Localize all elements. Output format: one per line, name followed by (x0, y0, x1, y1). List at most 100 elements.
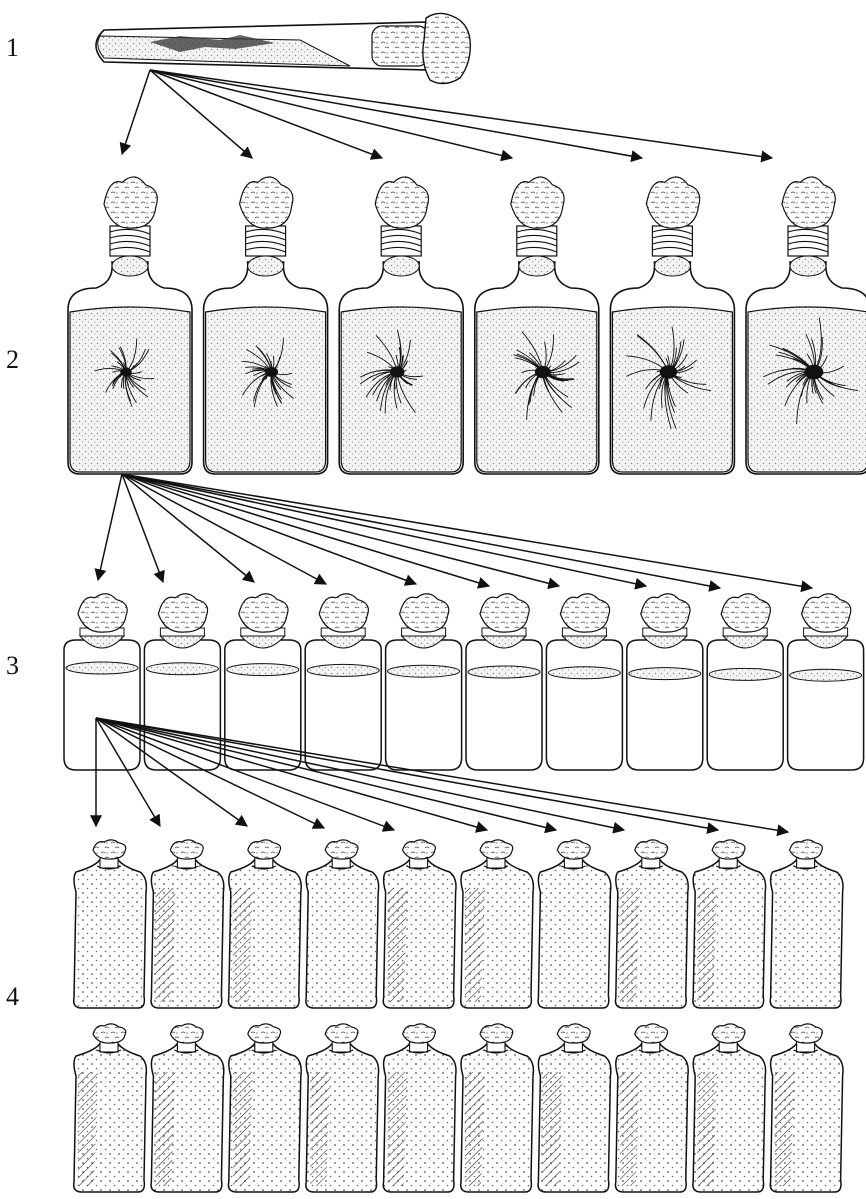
cotton-plug (104, 177, 157, 228)
cotton-plug (782, 177, 835, 228)
bag (461, 840, 534, 1008)
bottle-substrate (206, 307, 326, 472)
bag (615, 1024, 688, 1192)
bottle-plug-bottom (654, 256, 690, 276)
cotton-plug (325, 840, 358, 859)
cotton-plug (641, 594, 690, 632)
bags-grid (74, 840, 843, 1192)
cotton-plug (480, 1024, 513, 1043)
bag (306, 840, 379, 1008)
arrow (150, 70, 252, 158)
bottle-plug-bottom (248, 256, 284, 276)
bag-body (306, 858, 379, 1008)
bag (538, 840, 611, 1008)
arrow (122, 474, 559, 586)
cotton-plug (790, 840, 823, 859)
jar (64, 594, 140, 770)
cotton-plug (240, 177, 293, 228)
cotton-plug (372, 26, 428, 66)
cotton-plug (712, 840, 745, 859)
bottle-plug-bottom (383, 256, 419, 276)
bottle (610, 177, 734, 474)
jar-glass (627, 640, 703, 770)
cotton-plug (511, 177, 564, 228)
cotton-plug (403, 1024, 436, 1043)
jar-liquid-surface (629, 668, 701, 680)
bag (383, 840, 456, 1008)
jar (788, 594, 864, 770)
jar-liquid-surface (388, 665, 460, 677)
bag (770, 840, 843, 1008)
bottle (339, 177, 463, 474)
bottle-substrate (477, 307, 597, 472)
cotton-plug (480, 594, 529, 632)
bag (693, 1024, 766, 1192)
cotton-plug (400, 594, 449, 632)
arrow (122, 474, 646, 586)
bag (228, 1024, 301, 1192)
stage-label-2: 2 (6, 345, 19, 374)
cotton-plug (557, 840, 590, 859)
bottle-substrate (612, 307, 732, 472)
cotton-plug (170, 1024, 203, 1043)
cotton-plug (375, 177, 428, 228)
jar-liquid-surface (709, 668, 781, 680)
arrow (122, 70, 150, 154)
jar-liquid-surface (790, 669, 862, 681)
cotton-plug (802, 594, 851, 632)
arrow (150, 70, 642, 158)
cotton-plug (635, 1024, 668, 1043)
jar-glass (386, 640, 462, 770)
stage-label-4: 4 (6, 982, 19, 1011)
jar (546, 594, 622, 770)
jar-liquid-surface (66, 662, 138, 674)
bag (151, 840, 224, 1008)
bag (461, 1024, 534, 1192)
bag (693, 840, 766, 1008)
cotton-plug (325, 1024, 358, 1043)
arrow (122, 474, 720, 588)
jar (386, 594, 462, 770)
arrow (150, 70, 772, 158)
bag (770, 1024, 843, 1192)
cotton-plug (78, 594, 127, 632)
jar (144, 594, 220, 770)
bag-body (74, 858, 147, 1008)
cotton-plug (248, 1024, 281, 1043)
cotton-plug-end (423, 13, 470, 83)
bag (615, 840, 688, 1008)
jar-liquid-surface (548, 667, 620, 679)
cotton-plug (93, 840, 126, 859)
cotton-plug (170, 840, 203, 859)
stage-label-1: 1 (6, 33, 19, 62)
cotton-plug (158, 594, 207, 632)
jar-glass (64, 640, 140, 770)
bag-body (538, 858, 611, 1008)
test-tube (96, 13, 470, 83)
arrow (150, 70, 382, 158)
bag (74, 1024, 147, 1192)
bottle (746, 177, 866, 474)
arrows-bottle-to-jars (98, 474, 812, 588)
bag (151, 1024, 224, 1192)
jar (627, 594, 703, 770)
bag (538, 1024, 611, 1192)
bag (383, 1024, 456, 1192)
cotton-plug (635, 840, 668, 859)
jar-glass (546, 640, 622, 770)
jar (466, 594, 542, 770)
cotton-plug (721, 594, 770, 632)
cotton-plug (712, 1024, 745, 1043)
cotton-plug (480, 840, 513, 859)
jar-glass (707, 640, 783, 770)
cotton-plug (319, 594, 368, 632)
cotton-plug (557, 1024, 590, 1043)
jar-liquid-surface (307, 664, 379, 676)
jar-glass (788, 640, 864, 770)
jar-liquid-surface (468, 666, 540, 678)
arrow (122, 474, 416, 584)
bag (74, 840, 147, 1008)
arrow (122, 474, 489, 586)
cotton-plug (403, 840, 436, 859)
